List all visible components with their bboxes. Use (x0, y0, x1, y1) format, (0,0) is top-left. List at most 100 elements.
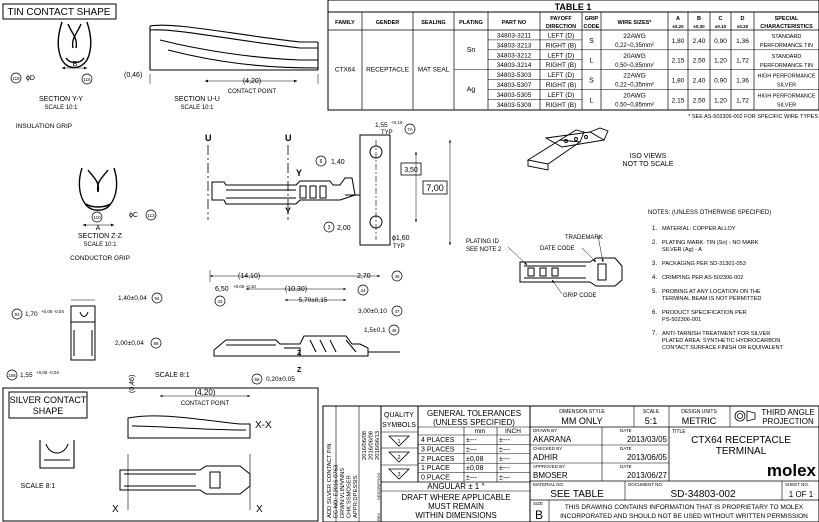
note-6-number: 6. (652, 310, 657, 316)
trademark-label: TRADEMARK (565, 235, 603, 241)
checked-by-label: CHECKED BY (533, 446, 562, 451)
balloon-113-text: 113 (147, 213, 155, 218)
balloon-118 (10, 72, 22, 84)
table-1-header-b-l1: B (697, 16, 701, 22)
table-1-header-gender: GENDER (376, 20, 400, 26)
tol-row-places: 0 PLACE (421, 475, 450, 482)
inch-col-label: INCH (505, 428, 521, 435)
projection-label: PROJECTION (762, 417, 814, 426)
plating-id-label: PLATING ID (466, 239, 500, 245)
silver-contact-point-label: CONTACT POINT (181, 401, 230, 407)
scale-value: 5:1 (645, 416, 658, 426)
mm-only-value: MM ONLY (561, 416, 602, 426)
dim-b-label: B (73, 61, 78, 68)
balloon-116-text: 116 (83, 77, 91, 82)
table-1-header-b-l2: ±0.30 (693, 24, 705, 29)
cut-y-top: Y (296, 168, 302, 178)
dim-155: 1,55 (375, 122, 388, 129)
table-1-cell-part: 34803-3213 (497, 42, 532, 49)
table-1-cell-d: 1,72 (736, 97, 749, 104)
proprietary-line-1: THIS DRAWING CONTAINS INFORMATION THAT I… (565, 504, 804, 511)
section-yy-title: SECTION Y-Y (39, 96, 83, 103)
scale-label: SCALE (643, 409, 660, 415)
design-units-label: DESIGN UNITS (681, 409, 717, 415)
table-1-cell-part: 34803-5303 (497, 72, 532, 79)
unless-specified-label: (UNLESS SPECIFIED) (433, 418, 515, 427)
revision-date-3: 2016/06/13 (375, 431, 381, 460)
balloon-106 (6, 369, 18, 381)
title-line-1: CTX64 RECEPTACLE (691, 435, 791, 446)
section-uu-title: SECTION U-U (174, 96, 220, 103)
note-1-number: 1. (652, 226, 657, 232)
table-1-family: CTX64 (335, 67, 356, 74)
tol-row-inch: ±--- (499, 456, 511, 463)
dim-020: 0,20±0,05 (266, 376, 295, 383)
conductor-grip-label: CONDUCTOR GRIP (70, 255, 130, 262)
table-1-cell-a: 2,15 (672, 58, 685, 65)
symbols-label: SYMBOLS (382, 422, 416, 429)
title-label: TITLE (672, 429, 686, 435)
general-tolerances-label: GENERAL TOLERANCES (427, 409, 521, 418)
silver-contact-shape-label-1: SILVER CONTACT (10, 395, 87, 405)
table-1-cell-wire-awg: 20AWG (623, 92, 646, 99)
table-1-cell-b: 2,40 (693, 78, 706, 85)
cut-x-right: X (256, 504, 263, 515)
balloon-45-text: 45 (394, 274, 400, 279)
draft-line-3: WITHIN DIMENSIONS (415, 511, 496, 520)
table-1-header-d-l2: ±0.20 (737, 24, 749, 29)
table-1-footnote: * SEE AS-502306-002 FOR SPECIFIC WIRE TY… (688, 114, 818, 120)
section-xx-label: X-X (255, 420, 272, 431)
insulation-grip-label: INSULATION GRIP (16, 123, 72, 130)
dim-phi-160-typ: TYP (393, 244, 405, 250)
dim-140: 1,40 (331, 159, 345, 166)
balloon-118-text: 118 (12, 76, 20, 81)
section-zz-title: SECTION Z-Z (78, 233, 123, 240)
table-1-cell-part: 34803-5305 (497, 92, 532, 99)
third-angle-projection-icon (734, 410, 756, 422)
tol-row-mm: ±0,08 (466, 456, 484, 463)
dim-046b: (0,46) (129, 375, 136, 393)
mm-col-label: mm (475, 428, 486, 435)
balloon-6-text: 6 (320, 159, 323, 165)
table-1-cell-payoff: LEFT (D) (548, 72, 575, 79)
end-view: 1,40±0,04 94 93 1,70 +0,06 -0,04 2,00±0,… (6, 292, 190, 381)
dim-170-tol: +0,06 -0,04 (41, 309, 64, 314)
revision-description-label: DESCRIPTION (376, 473, 381, 500)
table-1-header-part-no: PART NO (502, 20, 527, 26)
dim-570: 5,70±0,15 (299, 297, 328, 304)
table-1-header-a-l2: ±0.20 (672, 24, 684, 29)
iso-views: ISO VIEWS NOT TO SCALE (526, 127, 674, 171)
table-1-header-d-l1: D (741, 16, 745, 22)
checked-date-label: DATE (620, 446, 632, 451)
quality-label: QUALITY (384, 412, 414, 419)
note-7-line-1: ANTI-TARNISH TREATMENT FOR SILVER (662, 331, 770, 337)
draft-line-2: MUST REMAIN (428, 502, 484, 511)
note-3-line-1: PACKAGING PER SD-31301-053 (662, 261, 746, 267)
molex-logo: molex (767, 461, 817, 480)
dim-420b: (4,20) (195, 388, 216, 397)
table-1-cell-payoff: RIGHT (B) (546, 62, 577, 69)
note-2-line-1: PLATING MARK: TIN (Sn) - NO MARK (662, 240, 759, 246)
dim-phi-c-label: ϕC (129, 212, 138, 219)
table-1-title: TABLE 1 (555, 2, 592, 12)
table-1-header-family: FAMILY (335, 20, 355, 26)
revision-date-1: 2016/06/08 (362, 431, 368, 460)
dim-155b-tol: +0,06 -0,04 (36, 370, 59, 375)
table-1-cell-d: 1,72 (736, 58, 749, 65)
cut-x-left: X (112, 504, 119, 515)
dimension-style-label: DIMENSION STYLE (559, 409, 605, 415)
table-1-header-grip-code-l1: GRIP (585, 16, 599, 22)
table-1-cell-grip: S (589, 78, 594, 85)
revision-line-5: APPR:DPESSIS (353, 475, 359, 518)
table-1-cell-wire-mm: 0,22~0,35mm² (615, 43, 654, 49)
approved-by-date: 2013/06/27 (627, 471, 668, 480)
table-1-cell-a: 2,15 (672, 97, 685, 104)
table-1-cell-c: 1,20 (714, 58, 727, 65)
scale-8b-label: SCALE 8:1 (21, 483, 56, 490)
iso-views-scale: NOT TO SCALE (623, 161, 674, 168)
dim-200: 2,00 (337, 225, 351, 232)
title-line-2: TERMINAL (716, 446, 767, 457)
table-1-cell-b: 2,40 (693, 38, 706, 45)
table-1-cell-c: 1,20 (714, 97, 727, 104)
